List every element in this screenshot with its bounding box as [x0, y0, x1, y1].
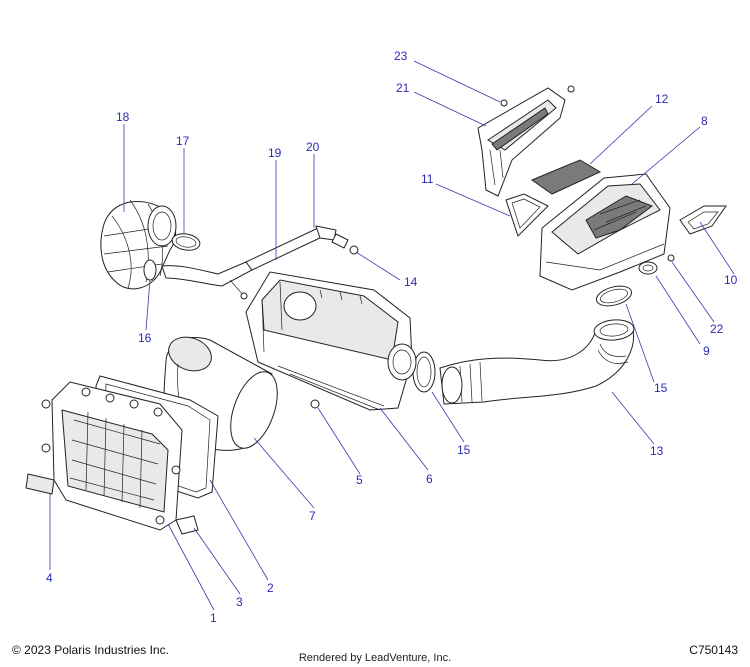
callout-21: 21 — [396, 81, 410, 95]
part-breather-hose — [161, 225, 337, 300]
callout-13: 13 — [650, 444, 664, 458]
part-airbox-lid — [539, 173, 671, 291]
callout-4: 4 — [46, 571, 53, 585]
callout-18: 18 — [116, 110, 130, 124]
part-clamp-9 — [638, 261, 658, 275]
callout-11: 11 — [421, 172, 434, 186]
rendered-by-text: Rendered by LeadVenture, Inc. — [298, 652, 452, 664]
copyright-text: © 2023 Polaris Industries Inc. — [12, 643, 169, 657]
leader-lines — [49, 60, 735, 611]
part-clamp-15-left — [412, 351, 436, 393]
part-seal — [679, 205, 727, 235]
callout-17: 17 — [176, 134, 190, 148]
part-fitting-20 — [331, 233, 349, 249]
part-gasket-frame — [505, 193, 549, 237]
part-latch — [175, 515, 199, 535]
callout-8: 8 — [701, 114, 708, 128]
callout-7: 7 — [309, 509, 316, 523]
part-clamp-16 — [143, 259, 157, 281]
callout-15-left: 15 — [457, 443, 471, 457]
part-filter-pad — [530, 159, 602, 195]
callout-9: 9 — [703, 344, 710, 358]
part-airbox-cover — [41, 381, 183, 531]
part-label — [25, 473, 55, 495]
callout-23: 23 — [394, 49, 408, 63]
callout-2: 2 — [267, 581, 274, 595]
callout-19: 19 — [268, 146, 282, 160]
part-screw-22 — [667, 254, 675, 262]
callout-15-right: 15 — [654, 381, 668, 395]
callout-5: 5 — [356, 473, 363, 487]
callout-22: 22 — [710, 322, 724, 336]
callout-6: 6 — [426, 472, 433, 486]
part-pre-cleaner — [100, 199, 177, 290]
part-airbox — [245, 271, 417, 411]
callout-14: 14 — [404, 275, 418, 289]
part-clamp-17 — [171, 233, 201, 251]
diagram-code: C750143 — [689, 643, 738, 657]
part-intake-hose — [439, 319, 635, 405]
callout-16: 16 — [138, 331, 152, 345]
part-intake-duct-top — [477, 85, 575, 197]
callout-12: 12 — [655, 92, 669, 106]
callout-20: 20 — [306, 140, 320, 154]
callout-3: 3 — [236, 595, 243, 609]
callout-10: 10 — [724, 273, 738, 287]
part-screw-5 — [310, 399, 320, 409]
part-clamp-15-right — [595, 285, 633, 307]
callout-1: 1 — [210, 611, 217, 625]
